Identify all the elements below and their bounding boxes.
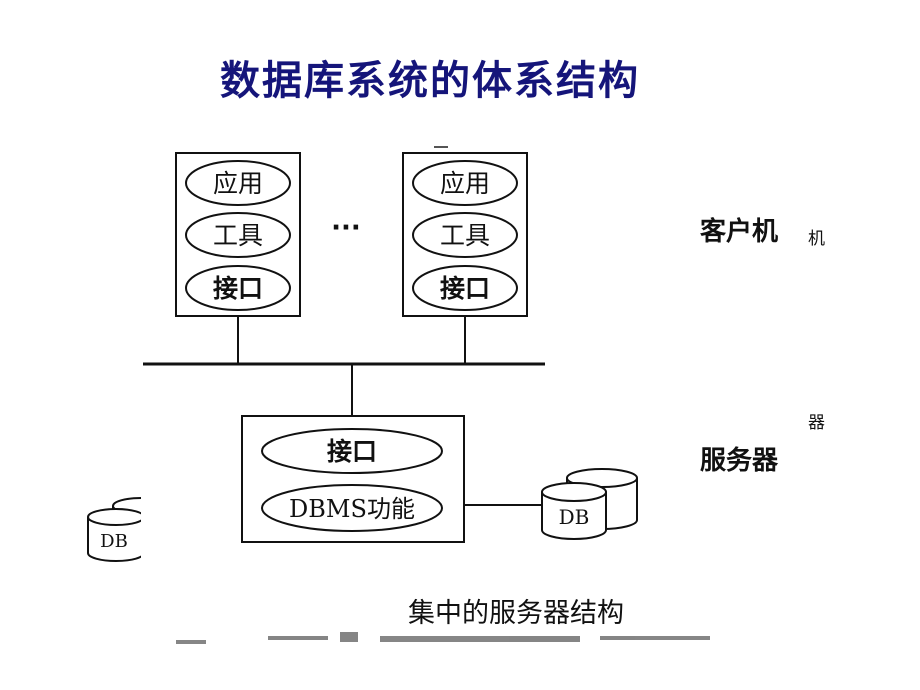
server-interface-label: 接口 (327, 437, 377, 466)
db-label: DB (559, 505, 590, 529)
db-label-left: DB (100, 531, 128, 552)
client-1-app-label: 应用 (213, 169, 263, 198)
page-title: 数据库系统的体系结构 (220, 58, 640, 104)
caption: 集中的服务器结构 (408, 598, 624, 629)
client-side-label-small: 机 (808, 229, 825, 249)
client-2-app-ellipse (412, 160, 518, 206)
client-2-interface-ellipse (412, 265, 518, 311)
scan-artifacts (176, 632, 710, 644)
server-dbms-ellipse (261, 484, 443, 532)
client-1-app-ellipse (185, 160, 291, 206)
server-side-label-small: 器 (808, 413, 825, 433)
client-2-tool-label: 工具 (440, 221, 490, 250)
client-1-tool-label: 工具 (213, 221, 263, 250)
client-1-tool-ellipse (185, 212, 291, 258)
ellipsis-label: ··· (331, 213, 361, 243)
db-cylinder-front (541, 482, 607, 540)
client-2-tool-ellipse (412, 212, 518, 258)
server-side-label: 服务器 (700, 446, 779, 476)
server-interface-ellipse (261, 428, 443, 474)
client-2-app-label: 应用 (440, 169, 490, 198)
client-1-interface-ellipse (185, 265, 291, 311)
server-box (241, 415, 465, 543)
client-side-label: 客户机 (700, 216, 778, 247)
client-1-interface-label: 接口 (213, 274, 263, 303)
client-2-interface-label: 接口 (440, 274, 490, 303)
server-dbms-label: DBMS功能 (289, 495, 415, 523)
